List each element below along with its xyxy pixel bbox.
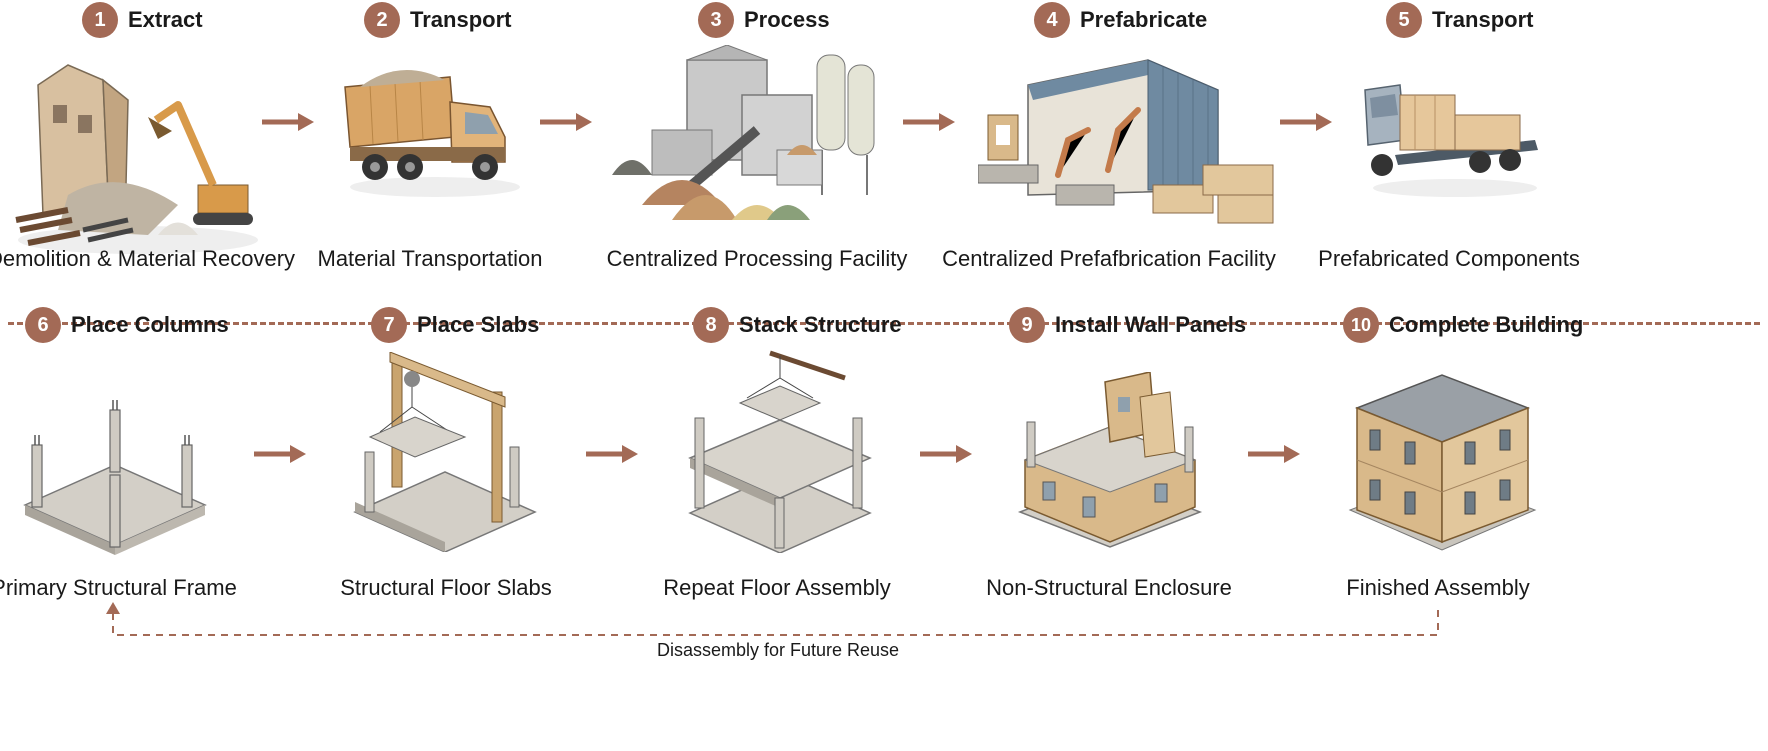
- step-5-header: 5 Transport: [1386, 2, 1533, 38]
- step-badge: 3: [698, 2, 734, 38]
- feedback-label: Disassembly for Future Reuse: [656, 640, 900, 660]
- flow-arrow: [254, 445, 306, 463]
- step-9-header: 9 Install Wall Panels: [1009, 307, 1246, 343]
- flow-arrow: [1280, 113, 1332, 131]
- demolition-excavator-icon: [15, 64, 258, 254]
- step-caption: Centralized Prefafbrication Facility: [942, 246, 1276, 271]
- processing-plant-icon: [612, 45, 875, 220]
- flow-arrow: [1248, 445, 1300, 463]
- step-title: Complete Building: [1389, 312, 1584, 337]
- row-divider: [8, 322, 1760, 325]
- step-1-header: 1 Extract: [82, 2, 203, 38]
- step-title: Prefabricate: [1080, 7, 1208, 32]
- step-caption: Material Transportation: [317, 246, 543, 271]
- step-caption: Prefabricated Components: [1318, 246, 1580, 271]
- step-2-header: 2 Transport: [364, 2, 511, 38]
- step-caption: Repeat Floor Assembly: [663, 575, 891, 600]
- flow-arrow: [540, 113, 592, 131]
- flow-arrow: [903, 113, 955, 131]
- flow-arrow: [920, 445, 972, 463]
- columns-on-slab-icon: [23, 400, 207, 555]
- step-caption: Non-Structural Enclosure: [986, 575, 1232, 600]
- step-caption: Structural Floor Slabs: [340, 575, 552, 600]
- step-title: Place Columns: [71, 312, 229, 337]
- step-title: Stack Structure: [739, 312, 902, 337]
- dump-truck-icon: [344, 70, 520, 197]
- step-caption: Demolition & Material Recovery: [0, 246, 296, 271]
- step-3-header: 3 Process: [698, 2, 830, 38]
- step-4-header: 4 Prefabricate: [1034, 2, 1207, 38]
- step-caption: Centralized Processing Facility: [606, 246, 908, 271]
- step-6-header: 6 Place Columns: [25, 307, 229, 343]
- wall-panel-install-icon: [1017, 372, 1203, 548]
- step-badge: 6: [25, 307, 61, 343]
- step-8-header: 8 Stack Structure: [693, 307, 902, 343]
- step-title: Extract: [128, 7, 203, 32]
- step-badge: 8: [693, 307, 729, 343]
- step-10-header: 10 Complete Building: [1343, 307, 1583, 343]
- step-caption: Primary Structural Frame: [0, 575, 237, 600]
- step-title: Install Wall Panels: [1055, 312, 1247, 337]
- step-badge: 10: [1343, 307, 1379, 343]
- step-caption: Finished Assembly: [1346, 575, 1530, 600]
- step-badge: 4: [1034, 2, 1070, 38]
- step-badge: 7: [371, 307, 407, 343]
- flow-arrow: [586, 445, 638, 463]
- step-title: Transport: [1432, 7, 1534, 32]
- step-title: Place Slabs: [417, 312, 540, 337]
- flow-arrow: [262, 113, 314, 131]
- gantry-crane-slab-icon: [353, 352, 537, 552]
- step-title: Process: [744, 7, 830, 32]
- step-7-header: 7 Place Slabs: [371, 307, 539, 343]
- step-badge: 9: [1009, 307, 1045, 343]
- flatbed-truck-icon: [1364, 84, 1538, 197]
- step-badge: 1: [82, 2, 118, 38]
- step-title: Transport: [410, 7, 512, 32]
- step-badge: 5: [1386, 2, 1422, 38]
- stacked-floors-icon: [688, 350, 872, 553]
- finished-building-icon: [1348, 374, 1537, 551]
- prefab-factory-icon: [978, 59, 1274, 224]
- step-badge: 2: [364, 2, 400, 38]
